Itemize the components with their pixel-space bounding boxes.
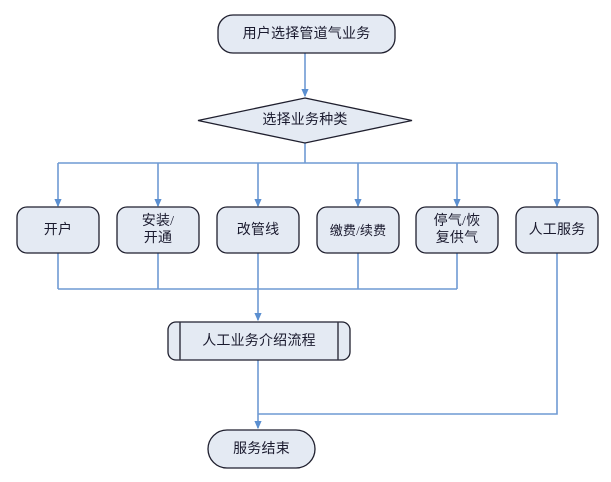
option-node-4-shape[interactable] xyxy=(316,206,400,254)
process-node-shape[interactable] xyxy=(167,321,351,361)
node-shape-layer xyxy=(16,14,599,469)
decision-node-shape[interactable] xyxy=(197,97,413,144)
option-node-5-shape[interactable] xyxy=(415,206,499,254)
option-node-6-shape[interactable] xyxy=(515,206,599,254)
start-node-shape[interactable] xyxy=(217,14,396,54)
option-node-2-shape[interactable] xyxy=(116,206,200,254)
end-node-shape[interactable] xyxy=(207,429,316,469)
option-node-3-shape[interactable] xyxy=(216,206,300,254)
connector-layer xyxy=(54,53,561,430)
option-node-1-shape[interactable] xyxy=(16,206,100,254)
connector-option-6-to-end xyxy=(258,253,558,415)
